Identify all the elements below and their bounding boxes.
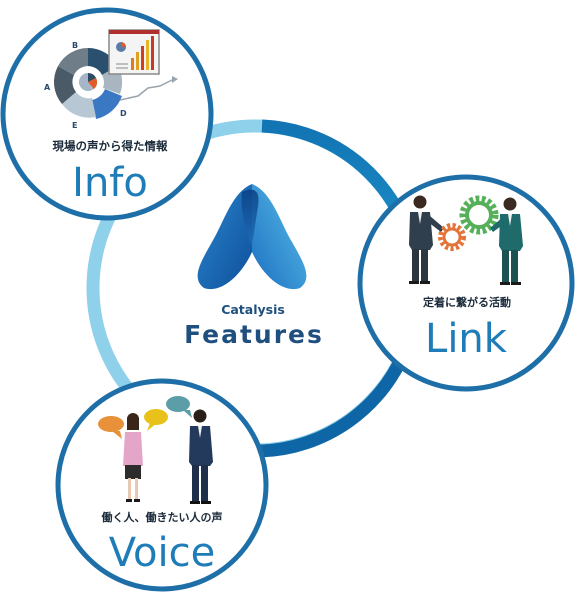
pie-label-e: E bbox=[72, 121, 77, 130]
speech-bubble-icon bbox=[98, 396, 192, 439]
logo-mark-icon bbox=[197, 184, 307, 290]
pie-label-b: B bbox=[72, 41, 78, 50]
node-voice: 働く人、働きたい人の声 Voice bbox=[55, 378, 269, 592]
woman-figure bbox=[123, 413, 143, 502]
node-link: 定着に繋がる活動 Link bbox=[357, 174, 575, 392]
voice-subtitle: 働く人、働きたい人の声 bbox=[101, 510, 223, 524]
growth-chart-icon bbox=[108, 29, 178, 101]
link-title: Link bbox=[425, 316, 508, 362]
pie-label-a: A bbox=[44, 83, 51, 92]
businessman-right bbox=[490, 197, 523, 285]
center-subtitle: Catalysis bbox=[221, 302, 285, 317]
pie-label-d: D bbox=[120, 109, 127, 118]
center-title: Features bbox=[184, 320, 324, 349]
info-title: Info bbox=[72, 160, 148, 206]
link-subtitle: 定着に繋がる活動 bbox=[423, 295, 511, 309]
info-subtitle: 現場の声から得た情報 bbox=[53, 139, 168, 153]
gear-icon bbox=[438, 195, 499, 251]
voice-title: Voice bbox=[109, 530, 215, 576]
center-logo: Catalysis Features bbox=[184, 184, 324, 349]
man-figure bbox=[189, 409, 213, 504]
node-info: A B C D E 現場の声から得た情報 Info bbox=[0, 7, 214, 221]
pie-ring-icon bbox=[53, 48, 123, 119]
businessman-left bbox=[409, 195, 444, 284]
